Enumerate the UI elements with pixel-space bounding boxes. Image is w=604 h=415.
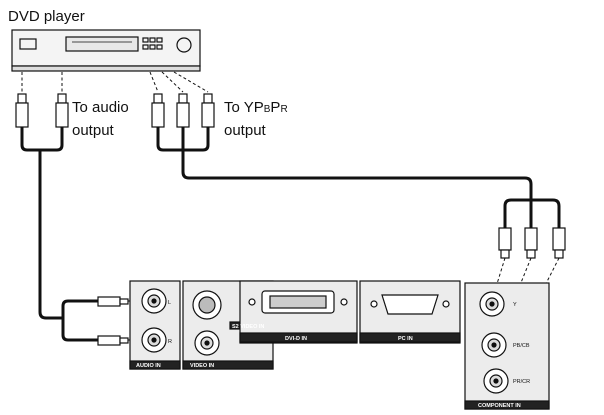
dvi-d-in-label: DVI-D IN <box>285 336 307 342</box>
audio-output-label-line1: To audio <box>72 99 129 116</box>
s2-video-in-label: S2 VIDEO IN <box>232 324 264 330</box>
pc-in-label: PC IN <box>398 336 413 342</box>
audio-in-label: AUDIO IN <box>136 363 161 369</box>
audio-r-label: R <box>168 339 172 345</box>
component-panel-plugs <box>498 227 566 259</box>
ypbpr-output-label-line2: output <box>224 122 267 139</box>
component-in-label: COMPONENT IN <box>478 403 521 409</box>
device-label: DVD player <box>8 8 85 25</box>
guide-dashes-top <box>21 71 209 93</box>
audio-output-label-line2: output <box>72 122 115 139</box>
audio-panel-plugs <box>97 296 129 346</box>
input-panel <box>129 280 550 410</box>
volume-knob-icon <box>176 37 192 53</box>
component-pr-label: PR/CR <box>513 379 530 385</box>
component-cable <box>156 127 561 228</box>
component-pb-label: PB/CB <box>513 343 530 349</box>
audio-cable <box>20 127 98 342</box>
dvd-end-plugs <box>15 93 215 128</box>
audio-l-label: L <box>168 300 171 306</box>
ypbpr-output-label-line1: To YPBPR <box>224 99 288 116</box>
video-in-label: VIDEO IN <box>190 363 214 369</box>
component-y-label: Y <box>513 302 517 308</box>
dvd-player <box>11 29 201 72</box>
